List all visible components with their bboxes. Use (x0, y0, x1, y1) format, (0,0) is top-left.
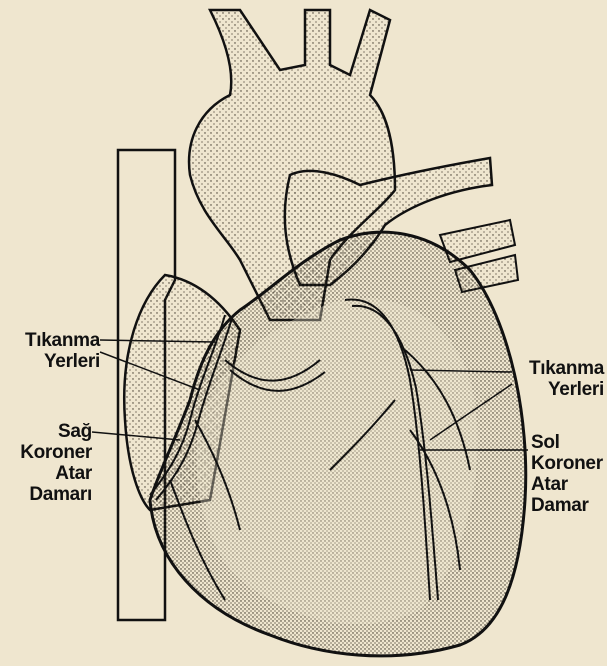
label-right-coronary: Sağ Koroner Atar Damarı (2, 421, 92, 505)
label-right-blockage: Tıkanma Yerleri (500, 358, 604, 400)
label-right-coronary-line3: Atar (2, 463, 92, 484)
label-right-blockage-line2: Yerleri (500, 379, 604, 400)
label-left-coronary-line4: Damar (531, 495, 607, 516)
label-right-coronary-line2: Koroner (2, 442, 92, 463)
label-left-coronary-line1: Sol (531, 432, 607, 453)
label-right-coronary-line1: Sağ (2, 421, 92, 442)
label-left-blockage-line1: Tıkanma (2, 330, 100, 351)
label-left-coronary-line2: Koroner (531, 453, 607, 474)
label-left-blockage-line2: Yerleri (2, 351, 100, 372)
label-right-blockage-line1: Tıkanma (500, 358, 604, 379)
label-right-coronary-line4: Damarı (2, 484, 92, 505)
label-left-coronary-line3: Atar (531, 474, 607, 495)
label-left-blockage: Tıkanma Yerleri (2, 330, 100, 372)
label-left-coronary: Sol Koroner Atar Damar (531, 432, 607, 516)
